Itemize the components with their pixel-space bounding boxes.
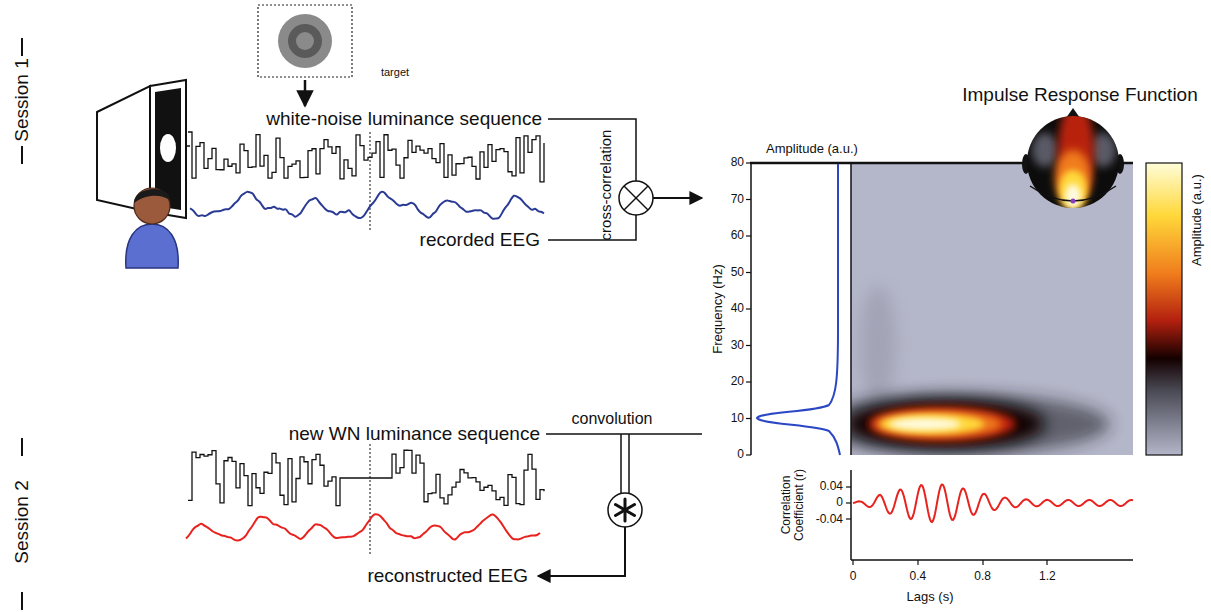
reconstructed-eeg-trace xyxy=(186,514,540,540)
spectrum-trace xyxy=(757,164,840,455)
label: 50 xyxy=(731,266,744,280)
heatmap-red xyxy=(868,407,1016,441)
electrode xyxy=(1071,199,1076,204)
heatmap-orange xyxy=(874,411,1002,437)
label: 1.2 xyxy=(1039,570,1056,584)
axis-title: Frequency (Hz) xyxy=(711,264,726,354)
white-noise-trace xyxy=(188,450,544,505)
topomap xyxy=(1022,102,1124,210)
axis-title: Correlation Coefficient (r) xyxy=(780,457,806,553)
white-noise-trace xyxy=(188,132,544,182)
wire xyxy=(546,433,702,435)
label: 70 xyxy=(731,193,744,207)
axis xyxy=(851,559,1133,561)
session-tick xyxy=(21,438,23,456)
label: recorded EEG xyxy=(420,229,540,251)
eeg-trace xyxy=(190,192,544,219)
tick xyxy=(746,199,751,200)
operator-cross xyxy=(624,186,648,210)
label: Lags (s) xyxy=(907,590,954,605)
target-frame xyxy=(258,5,352,77)
waveforms xyxy=(186,132,1133,540)
cross-correlation-operator xyxy=(619,181,653,215)
label: reconstructed EEG xyxy=(367,565,528,587)
target-outer xyxy=(278,14,332,68)
label: Amplitude (a.u.) xyxy=(766,142,858,157)
convolution-operator xyxy=(608,493,642,527)
label: 0 xyxy=(737,448,744,462)
asterisk xyxy=(616,499,635,521)
label: convolution xyxy=(572,410,653,428)
wire xyxy=(548,215,636,240)
arrow xyxy=(538,527,625,576)
tick xyxy=(746,272,751,273)
heatmap-halo xyxy=(851,394,1110,454)
axis-title: cross-correlation xyxy=(597,130,614,241)
axis-title: Session 1 xyxy=(11,58,33,141)
target-arrow xyxy=(304,80,307,106)
colorbar xyxy=(1146,163,1182,455)
label: -0.04 xyxy=(816,513,843,527)
arrow xyxy=(653,197,702,199)
double-wire xyxy=(620,434,622,493)
target-ring xyxy=(288,24,322,58)
axis-title: Session 2 xyxy=(11,480,33,563)
heatmap-yellow xyxy=(880,414,984,434)
label: 80 xyxy=(731,156,744,170)
correlation-trace xyxy=(853,484,1133,521)
heatmap-peak xyxy=(889,418,961,430)
time-marker xyxy=(370,444,371,556)
target-center xyxy=(296,32,314,50)
operator-cross xyxy=(624,186,648,210)
tick xyxy=(746,308,751,309)
session-tick xyxy=(21,146,23,164)
label: Impulse Response Function xyxy=(962,84,1198,106)
person-hair xyxy=(134,189,170,203)
label: 0.8 xyxy=(974,570,991,584)
tick xyxy=(746,381,751,382)
heatmap xyxy=(851,163,1133,455)
axis-title: Amplitude (a.u.) xyxy=(1190,174,1205,266)
tick xyxy=(746,345,751,346)
wire xyxy=(548,119,636,181)
label: 10 xyxy=(731,412,744,426)
monitor-disc xyxy=(160,134,176,162)
label: 0.04 xyxy=(820,480,843,494)
tick xyxy=(746,235,751,236)
double-wire xyxy=(628,434,630,493)
person-body xyxy=(126,224,178,268)
label: 0.4 xyxy=(909,570,926,584)
label: 40 xyxy=(731,302,744,316)
label: 0 xyxy=(850,570,857,584)
monitor-link xyxy=(186,145,190,147)
tick xyxy=(746,418,751,419)
axis xyxy=(850,163,852,455)
tick xyxy=(746,162,751,163)
session-tick xyxy=(21,592,23,610)
frequency-ticks xyxy=(746,163,751,455)
time-marker xyxy=(370,132,371,232)
heatmap-smudge xyxy=(860,285,896,405)
label: 60 xyxy=(731,229,744,243)
person-head xyxy=(134,188,170,224)
label: target xyxy=(381,66,409,79)
label: 0 xyxy=(836,496,843,510)
label: 20 xyxy=(731,375,744,389)
heatmap-dark xyxy=(851,399,1045,449)
label: white-noise luminance sequence xyxy=(266,108,542,130)
label: 30 xyxy=(731,339,744,353)
axis xyxy=(850,470,852,560)
label: new WN luminance sequence xyxy=(289,423,540,445)
session-tick xyxy=(21,38,23,56)
tick xyxy=(746,454,751,455)
